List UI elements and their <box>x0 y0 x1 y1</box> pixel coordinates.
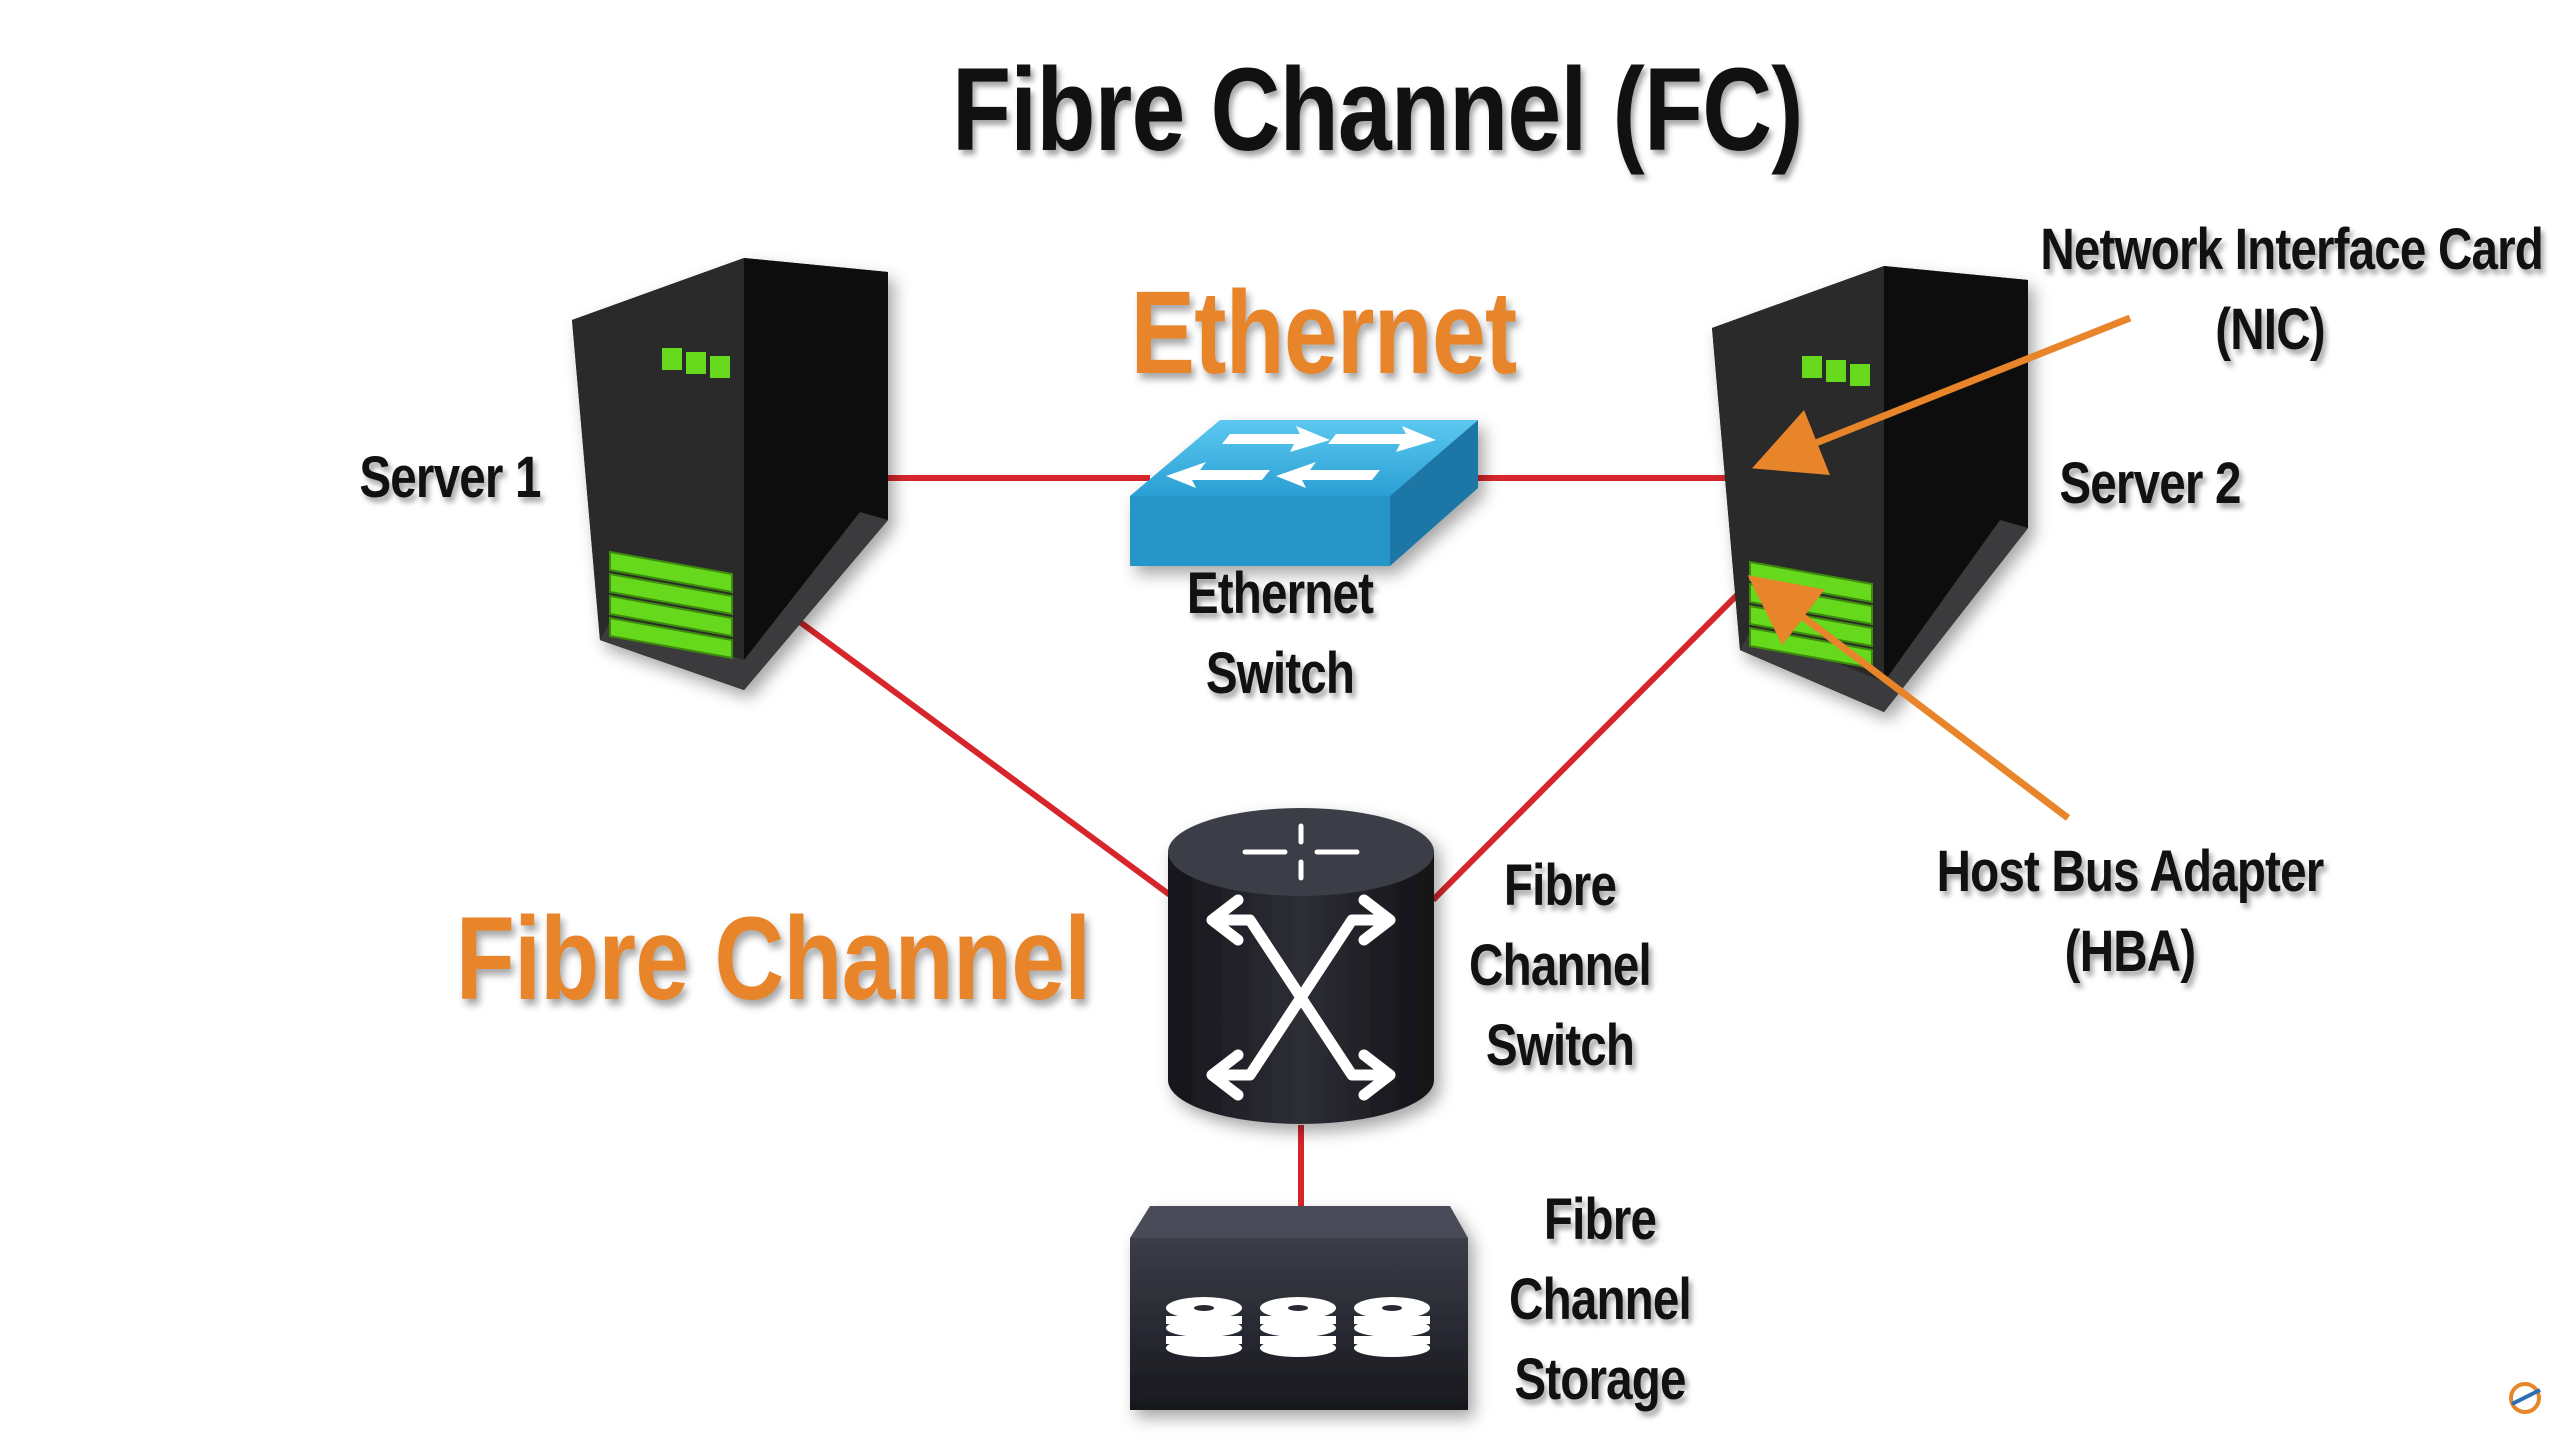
fc-storage-label-line1: Fibre <box>1543 1187 1657 1252</box>
link-server2-fc-switch <box>1430 579 1753 903</box>
server1-icon <box>572 258 888 690</box>
fibre-channel-switch-icon <box>1168 808 1434 1124</box>
link-server1-fc-switch <box>798 619 1172 898</box>
nic-label-line1: Network Interface Card <box>2040 217 2544 282</box>
link-lines <box>798 475 1753 1222</box>
fc-storage-label-line3: Storage <box>1514 1347 1686 1412</box>
server2-label: Server 2 <box>2059 451 2241 516</box>
server1-label: Server 1 <box>359 445 541 510</box>
ethernet-heading: Ethernet <box>1130 267 1518 399</box>
hba-label-line2: (HBA) <box>2064 919 2196 984</box>
hba-label-line1: Host Bus Adapter <box>1936 839 2325 904</box>
brand-logo-icon <box>2509 1382 2541 1414</box>
fibre-channel-heading: Fibre Channel <box>455 893 1091 1025</box>
ethernet-switch-label-line2: Switch <box>1205 641 1355 706</box>
hba-callout-arrow <box>1747 575 2071 821</box>
server2-icon <box>1712 266 2028 712</box>
fc-switch-label-line2: Channel <box>1469 933 1652 998</box>
ethernet-switch-icon <box>1130 420 1478 566</box>
fc-switch-label-line1: Fibre <box>1503 853 1617 918</box>
ethernet-switch-label-line1: Ethernet <box>1186 561 1374 626</box>
nic-label-line2: (NIC) <box>2215 297 2325 362</box>
fibre-channel-storage-icon <box>1130 1206 1468 1410</box>
page-title: Fibre Channel (FC) <box>952 44 1804 176</box>
disk-stacks <box>1166 1297 1430 1357</box>
nic-callout-arrow <box>1751 314 2132 476</box>
fc-switch-label-line3: Switch <box>1485 1013 1635 1078</box>
fc-storage-label-line2: Channel <box>1509 1267 1692 1332</box>
